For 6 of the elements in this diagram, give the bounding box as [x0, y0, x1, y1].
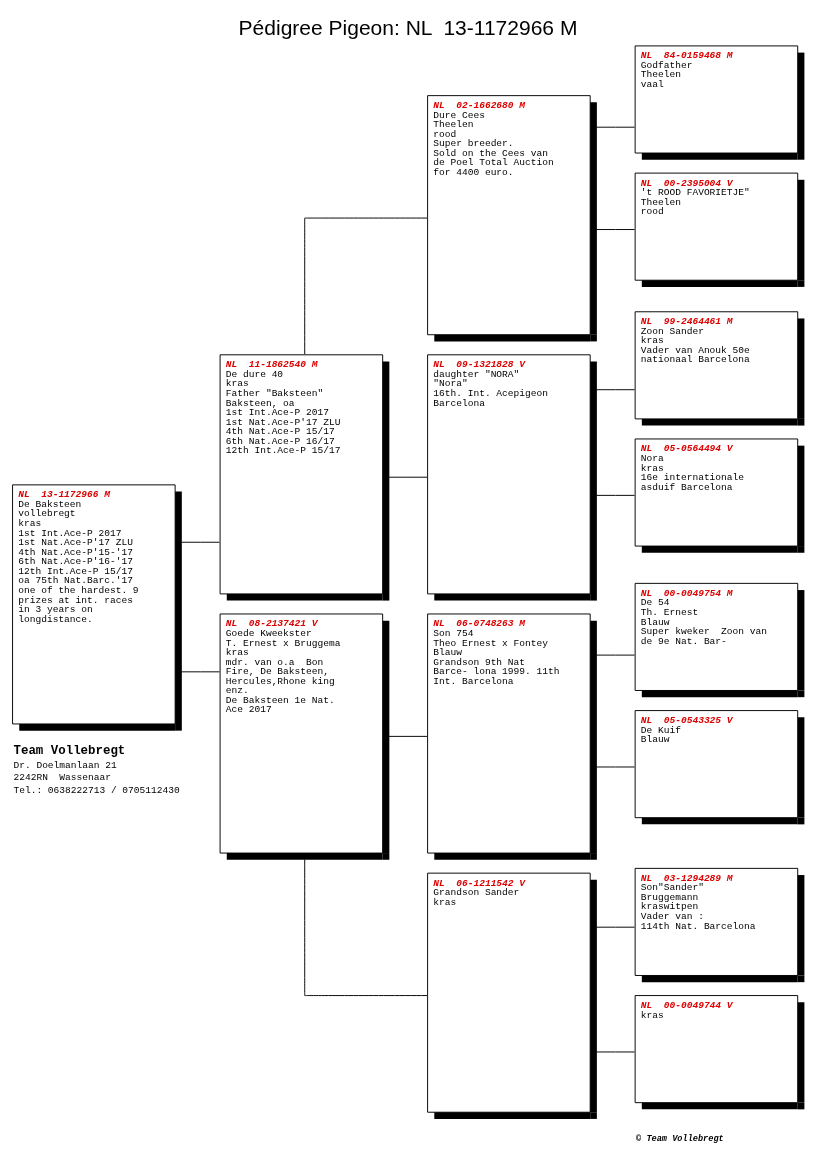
label: © Team Vollebregt: [636, 1134, 724, 1145]
label: Team Vollebregt: [13, 743, 126, 758]
diagram-title: Pédigree Pigeon: NL 13-1172966 M: [238, 16, 578, 40]
label: Dr. Doelmanlaan 21: [13, 759, 117, 771]
label: 2242RN Wassenaar: [13, 772, 111, 784]
label: Tel.: 0638222713 / 0705112430: [13, 784, 180, 796]
